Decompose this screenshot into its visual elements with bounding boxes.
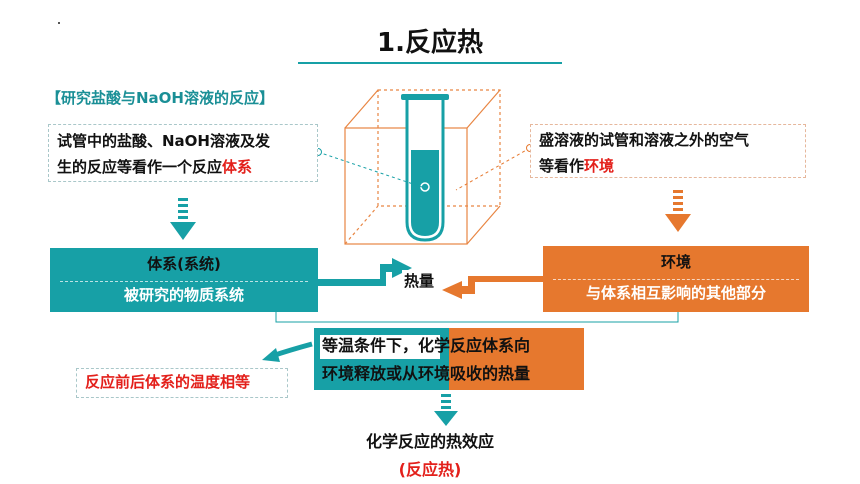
system-note-line2: 生的反应等看作一个反应体系 [57, 154, 309, 180]
heat-arrow-left-icon [442, 276, 543, 299]
system-note-line2-text: 生的反应等看作一个反应 [57, 158, 223, 176]
down-arrow-right-icon [665, 190, 691, 232]
heat-definition-line2: 环境释放或从环境吸收的热量 [322, 364, 531, 383]
system-definition-note: 试管中的盐酸、NaOH溶液及发 生的反应等看作一个反应体系 [48, 124, 318, 182]
environment-panel: 环境 与体系相互影响的其他部分 [543, 246, 809, 312]
test-tube-shape [401, 94, 449, 242]
heat-definition-box: 等温条件下，化学反应体系向 环境释放或从环境吸收的热量 [314, 328, 584, 390]
environment-definition-note: 盛溶液的试管和溶液之外的空气 等看作环境 [530, 124, 806, 178]
environment-note-line1: 盛溶液的试管和溶液之外的空气 [539, 131, 750, 149]
down-arrow-center-icon [434, 394, 458, 426]
environment-note-line2-text: 等看作 [539, 157, 585, 175]
system-note-line1: 试管中的盐酸、NaOH溶液及发 [57, 132, 270, 150]
system-panel-title: 体系(系统) [147, 255, 221, 273]
temperature-note: 反应前后体系的温度相等 [76, 368, 288, 398]
result-title: 化学反应的热效应 [365, 432, 494, 451]
title-underline [298, 62, 562, 64]
system-panel-desc: 被研究的物质系统 [123, 286, 244, 304]
environment-panel-desc: 与体系相互影响的其他部分 [585, 284, 766, 302]
heat-label: 热量 [402, 270, 437, 291]
result-subtitle: (反应热) [398, 460, 462, 479]
down-arrow-left-icon [170, 198, 196, 240]
environment-highlight: 环境 [584, 157, 615, 175]
heat-definition-line1: 等温条件下，化学反应体系向 [314, 328, 584, 360]
system-panel-divider [60, 281, 308, 282]
page-title: 1.反应热 [377, 28, 483, 58]
condition-text: 等温条件下， [322, 336, 419, 355]
environment-panel-title: 环境 [660, 253, 691, 271]
decor-dot [58, 22, 60, 24]
environment-note-line2: 等看作环境 [539, 153, 797, 179]
heat-arrow-right-icon [318, 258, 412, 286]
section-label: 【研究盐酸与NaOH溶液的反应】 [46, 89, 274, 107]
system-panel: 体系(系统) 被研究的物质系统 [50, 248, 318, 312]
environment-panel-divider [553, 279, 799, 280]
condition-chip [320, 335, 440, 359]
definition-text-1: 化学反应体系向 [418, 336, 531, 355]
system-highlight: 体系 [222, 158, 253, 176]
